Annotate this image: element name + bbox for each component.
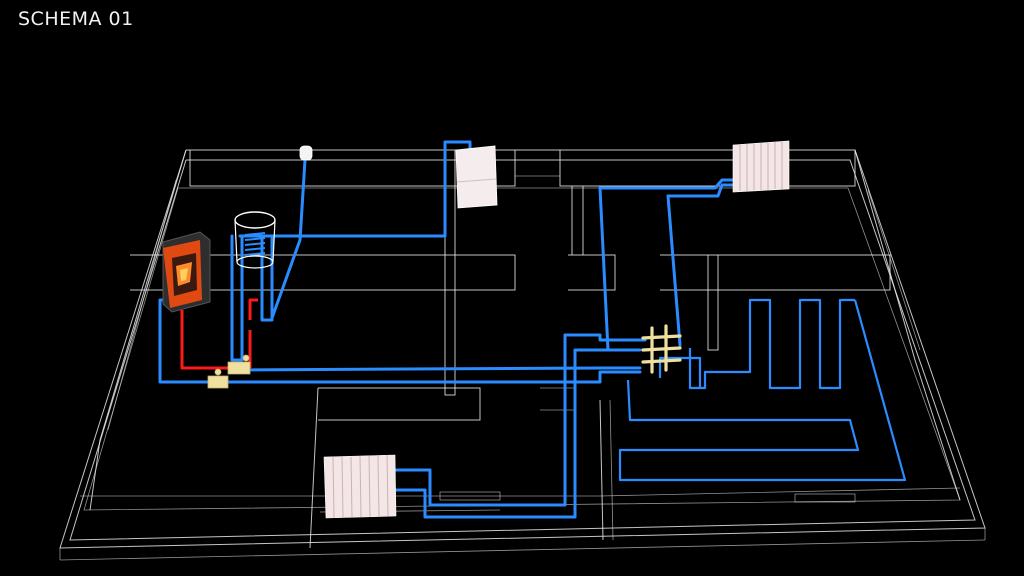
radiator-icon [732,140,790,193]
valve-icon [207,354,251,389]
return-pipes [158,140,735,519]
interior-walls [89,149,961,549]
stove-icon [162,231,211,313]
tank-icon [234,211,276,269]
vessel-icon [299,145,313,161]
floor-outline [59,149,986,561]
radiator-icon [323,454,397,519]
manifold-icon [641,324,682,374]
underfloor-heating-loops [618,298,907,482]
page-title: SCHEMA 01 [18,8,134,30]
heater-icon [455,145,498,209]
